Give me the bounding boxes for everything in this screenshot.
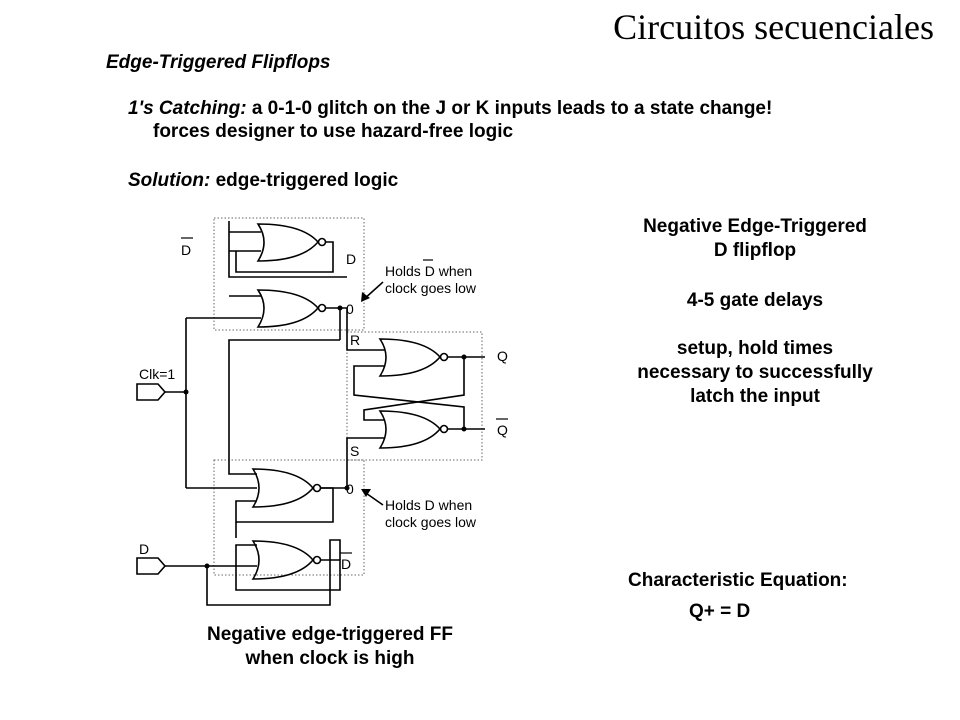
junction-dot: [344, 485, 350, 491]
holds-d-text-2: clock goes low: [385, 514, 477, 530]
solution-term: Solution:: [128, 170, 211, 191]
nor-gate-1: [256, 223, 327, 262]
junction-dot: [461, 426, 467, 432]
catching-term: 1's Catching:: [128, 98, 247, 119]
gate6-feedback-wire: [235, 544, 341, 591]
ff-title-line-1: Negative Edge-Triggered: [643, 216, 867, 237]
circuit-caption: Negative edge-triggered FF when clock is…: [150, 623, 510, 671]
qbar-output-label: Q: [497, 422, 508, 438]
slide-title: Circuitos secuenciales: [613, 7, 934, 47]
gate2-to-r-wire: [325, 307, 385, 351]
dbar-input-label: D: [181, 242, 191, 258]
holds-d-text-1: Holds D when: [385, 497, 472, 513]
clk-label: Clk=1: [139, 366, 175, 382]
top-zero-label: 0: [346, 301, 354, 317]
caption-line-2: when clock is high: [245, 648, 415, 669]
bottom-zero-label: 0: [346, 481, 354, 497]
catching-text: a 0-1-0 glitch on the J or K inputs lead…: [246, 98, 773, 119]
junction-dot: [204, 563, 210, 569]
holds-dbar-text-1: Holds D when: [385, 263, 472, 279]
holds-dbar-symbol: D: [425, 263, 435, 279]
catching-line-2: forces designer to use hazard-free logic: [153, 121, 514, 142]
holds-dbar-text-2: clock goes low: [385, 280, 477, 296]
nor-gate-6: [251, 540, 322, 580]
junction-dot: [337, 305, 343, 311]
gate5-feedback-wire: [235, 487, 334, 523]
setup-hold-block: setup, hold times necessary to successfu…: [590, 337, 920, 409]
dbar-input-wire: [228, 221, 347, 278]
wire: [229, 250, 261, 297]
nor-gate-3: [378, 338, 449, 377]
setup-line-1: setup, hold times: [676, 338, 834, 359]
output-latch-box: [346, 331, 483, 461]
clock-wire: [165, 317, 261, 489]
bottom-dbar-label: D: [341, 556, 351, 572]
s-label: S: [350, 443, 359, 459]
setup-line-3: latch the input: [690, 386, 820, 407]
gate2-to-gate5-wire: [228, 339, 340, 475]
r-label: R: [350, 332, 360, 348]
arrowhead: [361, 489, 371, 497]
characteristic-equation: Q+ = D: [689, 601, 751, 622]
nor-gate-5: [251, 468, 322, 508]
characteristic-equation-label: Characteristic Equation:: [628, 570, 848, 591]
d-input-label: D: [139, 541, 149, 557]
q-output-label: Q: [497, 348, 508, 364]
ff-title-line-2: D flipflop: [713, 240, 797, 261]
holds-dbar-suffix: when: [435, 263, 472, 279]
top-latch-box: [213, 217, 365, 331]
holds-dbar-prefix: Holds: [385, 263, 425, 279]
nor-gate-2: [256, 289, 327, 328]
solution-line: Solution: edge-triggered logic: [128, 170, 398, 192]
section-heading: Edge-Triggered Flipflops: [106, 52, 331, 73]
q-feedback-wire: [363, 357, 465, 421]
arrowhead: [361, 292, 370, 302]
setup-line-2: necessary to successfully: [637, 362, 873, 383]
qbar-feedback-wire: [353, 365, 465, 429]
caption-line-1: Negative edge-triggered FF: [207, 624, 453, 645]
nor-gate-4: [378, 410, 449, 449]
gate-delays-text: 4-5 gate delays: [686, 290, 824, 311]
d-loop-wire: [206, 539, 341, 606]
solution-text: edge-triggered logic: [210, 170, 399, 191]
d-input-pad: [136, 557, 167, 575]
junction-dot: [183, 389, 189, 395]
top-d-label: D: [346, 251, 356, 267]
ff-title-block: Negative Edge-Triggered D flipflop: [590, 215, 920, 263]
catching-line: 1's Catching: a 0-1-0 glitch on the J or…: [128, 98, 772, 120]
junction-dot: [461, 354, 467, 360]
gate1-feedback-wire: [235, 241, 334, 273]
clk-input-pad: [136, 383, 167, 401]
